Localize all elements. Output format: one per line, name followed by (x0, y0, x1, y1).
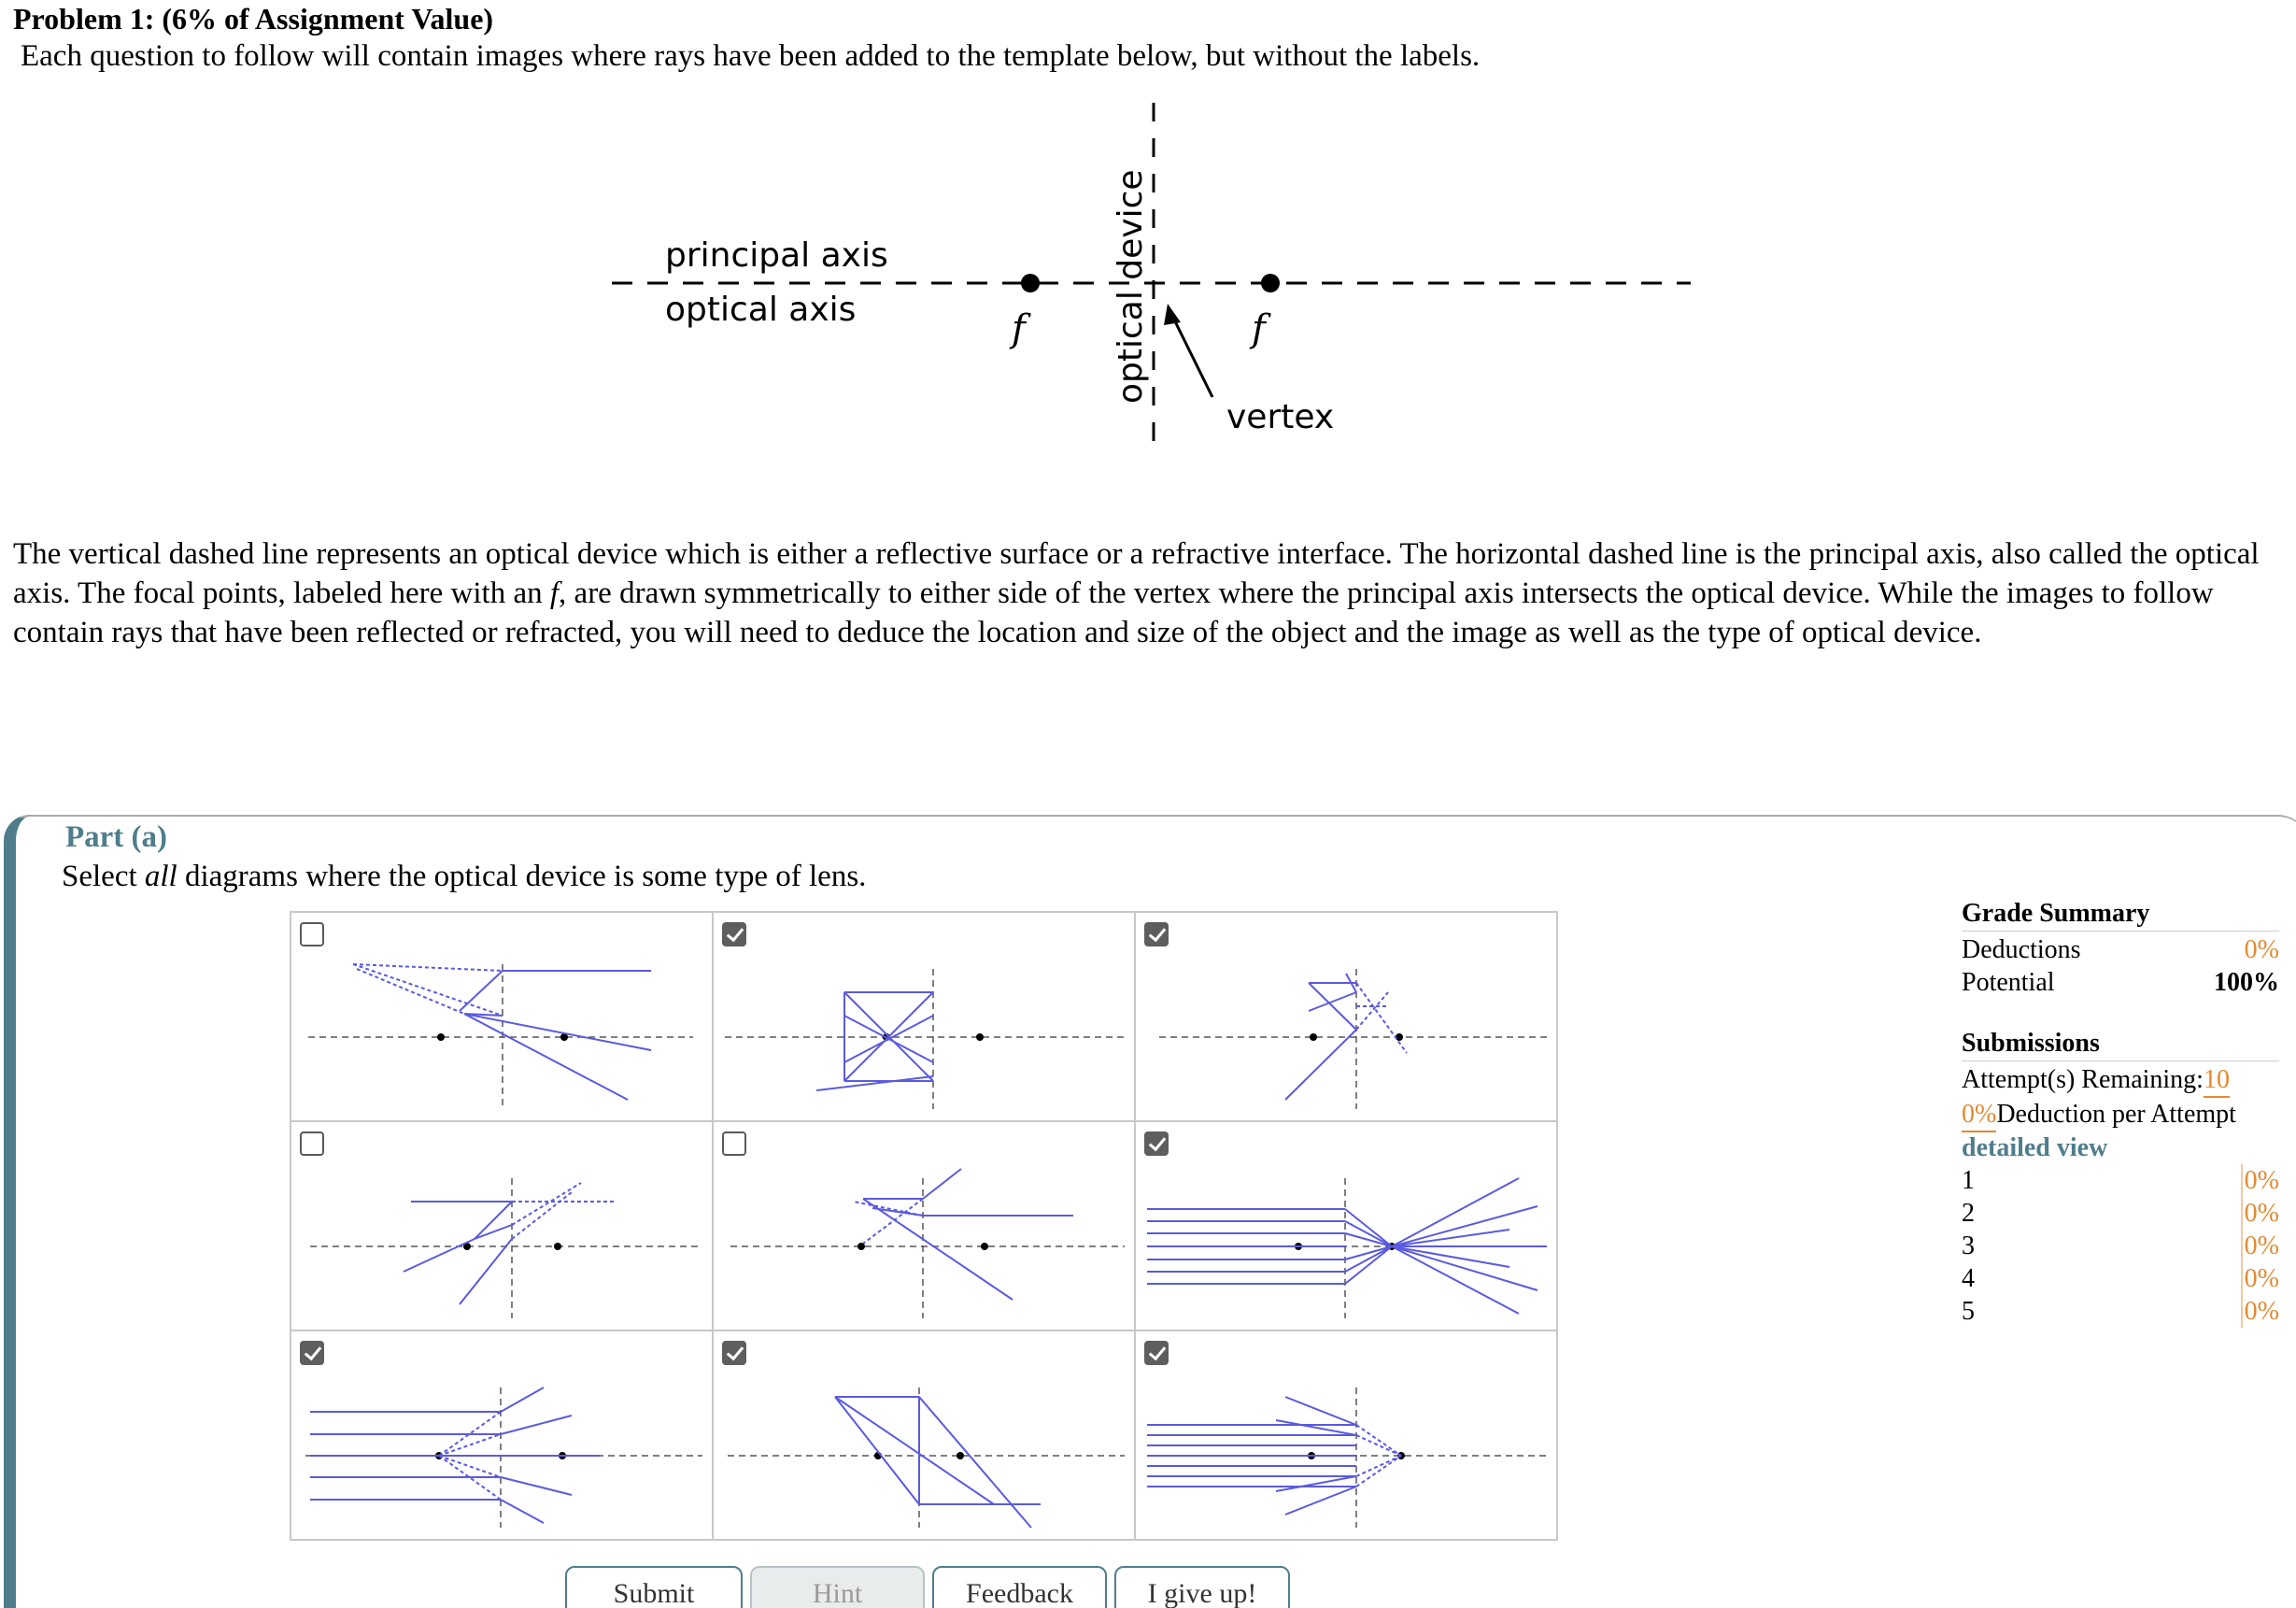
problem-intro: Each question to follow will contain ima… (21, 39, 1481, 73)
feedback-button[interactable]: Feedback (932, 1566, 1107, 1608)
choice-cell-1[interactable] (291, 913, 714, 1122)
choice-cell-6[interactable] (1136, 1122, 1558, 1331)
problem-title: Problem 1: (6% of Assignment Value) (13, 2, 494, 36)
focal-point-right (1261, 274, 1280, 292)
choice-cell-3[interactable] (1136, 913, 1558, 1122)
choice-checkbox-6[interactable] (1144, 1131, 1169, 1156)
choice-cell-2[interactable] (714, 913, 1136, 1122)
potential-value: 100% (2214, 968, 2279, 997)
choice-checkbox-2[interactable] (722, 922, 746, 946)
ray-diagram-9 (1147, 1387, 1547, 1528)
ray-diagram-8 (728, 1387, 1125, 1529)
vertex-pointer (1169, 313, 1214, 398)
choice-checkbox-5[interactable] (722, 1131, 746, 1156)
action-bar: Submit Hint Feedback I give up! (565, 1566, 1290, 1608)
ray-diagram-4 (310, 1178, 702, 1318)
focal-point-left (1021, 274, 1040, 292)
deductions-row: Deductions 0% (1962, 935, 2279, 964)
choice-checkbox-8[interactable] (722, 1341, 746, 1365)
attempts-remaining: Attempt(s) Remaining: 10 (1962, 1063, 2279, 1098)
grade-summary-title: Grade Summary (1962, 899, 2279, 932)
ray-diagram-7 (305, 1387, 702, 1528)
focal-label-left: f (1009, 307, 1031, 350)
choice-cell-4[interactable] (291, 1122, 714, 1331)
template-diagram: principal axis optical axis vertex optic… (612, 103, 1691, 453)
ray-diagram-6 (1147, 1177, 1547, 1318)
part-panel (4, 815, 2296, 1608)
detailed-view-link[interactable]: detailed view (1962, 1133, 2108, 1162)
choice-cell-5[interactable] (714, 1122, 1136, 1331)
choice-cell-9[interactable] (1136, 1331, 1558, 1541)
vertex-label: vertex (1226, 398, 1334, 436)
choice-checkbox-3[interactable] (1144, 922, 1169, 946)
submit-button[interactable]: Submit (565, 1566, 743, 1608)
choice-checkbox-4[interactable] (300, 1131, 324, 1156)
ray-diagram-2 (725, 969, 1125, 1109)
problem-description: The vertical dashed line represents an o… (13, 537, 2260, 649)
choice-cell-8[interactable] (714, 1331, 1136, 1541)
attempts-remaining-value: 10 (2203, 1063, 2230, 1098)
ray-diagram-1 (308, 963, 693, 1109)
deductions-value: 0% (2244, 935, 2279, 964)
give-up-button[interactable]: I give up! (1114, 1566, 1290, 1608)
grade-summary: Grade Summary Deductions 0% Potential 10… (1962, 899, 2279, 1328)
ray-diagram-5 (730, 1168, 1125, 1318)
choice-cell-7[interactable] (291, 1331, 714, 1541)
potential-row: Potential 100% (1962, 968, 2279, 997)
vertex-arrowhead (1164, 304, 1181, 325)
focal-label-right: f (1249, 307, 1271, 350)
choice-checkbox-1[interactable] (300, 922, 324, 946)
principal-axis-label: principal axis (665, 236, 888, 275)
submissions-title: Submissions (1962, 1029, 2279, 1061)
optical-device-label: optical device (1112, 169, 1150, 404)
choice-checkbox-9[interactable] (1144, 1341, 1169, 1365)
part-title: Part (a) (65, 820, 168, 854)
ray-diagram-3 (1159, 969, 1547, 1109)
deduction-per-attempt: 0% Deduction per Attempt (1962, 1098, 2279, 1132)
part-prompt: Select all diagrams where the optical de… (62, 860, 867, 893)
choice-grid (290, 911, 1558, 1541)
hint-button[interactable]: Hint (750, 1566, 925, 1608)
optical-axis-label: optical axis (665, 291, 856, 329)
choice-checkbox-7[interactable] (300, 1341, 324, 1365)
